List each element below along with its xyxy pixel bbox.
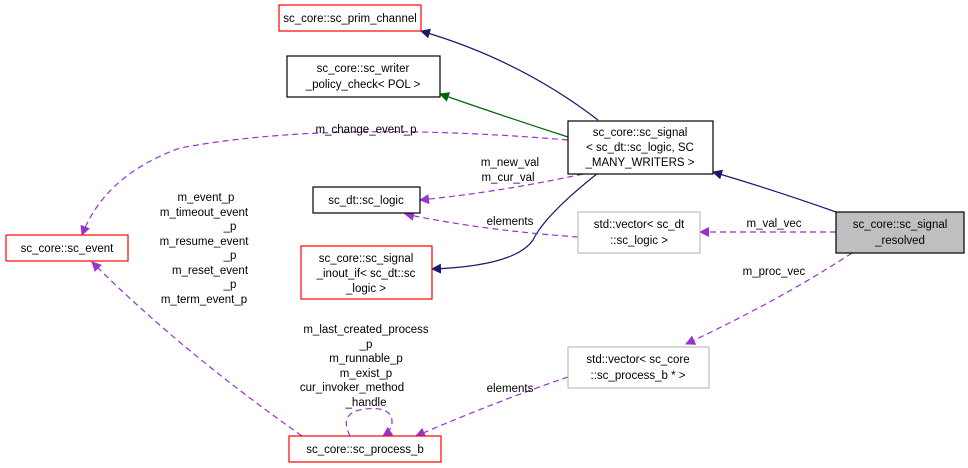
edge-label-m-change-event-p: m_change_event_p bbox=[315, 124, 416, 136]
edge-label-line: m_event_p bbox=[178, 192, 235, 204]
node-sc-writer-policy-check[interactable]: sc_core::sc_writer _policy_check< POL > bbox=[286, 55, 441, 98]
edge-label-line: _p bbox=[359, 339, 373, 351]
edge-label-line: m_new_val bbox=[481, 157, 539, 169]
edge-label-m-val-vec: m_val_vec bbox=[747, 218, 802, 230]
node-vector-sc-process-b[interactable]: std::vector< sc_core ::sc_process_b * > bbox=[567, 346, 710, 389]
edge-label-m-proc-vec: m_proc_vec bbox=[743, 266, 806, 278]
edge-label-line: _p bbox=[223, 250, 237, 262]
edge-label-line: m_resume_event bbox=[160, 236, 250, 248]
nodes: sc_core::sc_prim_channel sc_core::sc_wri… bbox=[5, 4, 965, 463]
edge-label-process-self: m_last_created_process _p m_runnable_p m… bbox=[300, 324, 429, 409]
edge-label-line: m_reset_event bbox=[172, 265, 249, 277]
edge-resolved-to-vector-process bbox=[685, 252, 853, 345]
node-sc-logic[interactable]: sc_dt::sc_logic bbox=[312, 186, 421, 214]
edge-signal-to-logic bbox=[419, 173, 584, 205]
node-sc-prim-channel[interactable]: sc_core::sc_prim_channel bbox=[278, 4, 422, 32]
node-label: ::sc_process_b * > bbox=[591, 370, 686, 382]
node-label: ::sc_logic > bbox=[610, 235, 668, 247]
node-label: sc_core::sc_process_b bbox=[306, 444, 424, 456]
node-label: sc_dt::sc_logic bbox=[328, 195, 404, 207]
edge-vector-logic-to-logic bbox=[404, 210, 579, 238]
node-label: _MANY_WRITERS > bbox=[585, 157, 695, 169]
edge-label-line: cur_invoker_method bbox=[300, 382, 404, 394]
node-label: sc_core::sc_signal bbox=[319, 253, 414, 265]
edge-label-m-new-val: m_new_val m_cur_val bbox=[481, 157, 539, 184]
node-sc-process-b[interactable]: sc_core::sc_process_b bbox=[288, 435, 442, 463]
edge-signal-to-event bbox=[80, 131, 569, 236]
edge-label-line: m_timeout_event bbox=[160, 207, 249, 219]
edge-label-line: m_runnable_p bbox=[329, 353, 403, 365]
edge-resolved-to-signal bbox=[712, 169, 837, 213]
node-label: _policy_check< POL > bbox=[305, 79, 421, 91]
node-sc-signal-logic[interactable]: sc_core::sc_signal < sc_dt::sc_logic, SC… bbox=[567, 120, 714, 175]
node-sc-event[interactable]: sc_core::sc_event bbox=[5, 234, 129, 262]
node-label: _inout_if< sc_dt::sc bbox=[316, 268, 416, 280]
edge-label-line: m_last_created_process bbox=[303, 324, 429, 336]
edge-labels: m_change_event_p m_new_val m_cur_val ele… bbox=[160, 124, 806, 409]
node-label: sc_core::sc_signal bbox=[853, 219, 948, 231]
node-label: < sc_dt::sc_logic, SC bbox=[586, 142, 694, 154]
node-sc-signal-resolved[interactable]: sc_core::sc_signal _resolved bbox=[835, 211, 965, 254]
node-label: sc_core::sc_writer bbox=[317, 63, 410, 75]
edge-label-event-members: m_event_p m_timeout_event _p m_resume_ev… bbox=[160, 192, 250, 306]
edge-signal-to-writer-policy bbox=[439, 92, 569, 138]
node-label: _logic > bbox=[345, 283, 386, 295]
edge-label-elements-process: elements bbox=[487, 383, 534, 395]
edge-signal-to-inout-if bbox=[431, 172, 599, 274]
node-label: sc_core::sc_prim_channel bbox=[283, 13, 417, 25]
edge-label-line: _p bbox=[223, 279, 237, 291]
node-label: _resolved bbox=[874, 235, 925, 247]
edge-vector-process-to-process bbox=[415, 376, 569, 438]
edge-label-line: _p bbox=[223, 221, 237, 233]
edge-label-line: _handle bbox=[345, 397, 387, 409]
edge-label-line: m_exist_p bbox=[340, 368, 392, 380]
edge-label-elements: elements bbox=[487, 216, 534, 228]
node-label: sc_core::sc_event bbox=[21, 243, 114, 255]
edge-signal-to-prim-channel bbox=[420, 28, 599, 121]
edge-label-line: m_cur_val bbox=[481, 172, 534, 184]
node-sc-signal-inout-if[interactable]: sc_core::sc_signal _inout_if< sc_dt::sc … bbox=[300, 245, 433, 300]
node-label: std::vector< sc_dt bbox=[594, 219, 685, 231]
node-label: std::vector< sc_core bbox=[586, 354, 689, 366]
node-vector-sc-logic[interactable]: std::vector< sc_dt ::sc_logic > bbox=[577, 211, 701, 254]
edge-process-to-event bbox=[91, 261, 303, 437]
node-label: sc_core::sc_signal bbox=[593, 127, 688, 139]
edge-label-line: m_term_event_p bbox=[161, 294, 247, 306]
edges bbox=[80, 28, 853, 438]
edge-process-self-loop bbox=[345, 407, 394, 437]
